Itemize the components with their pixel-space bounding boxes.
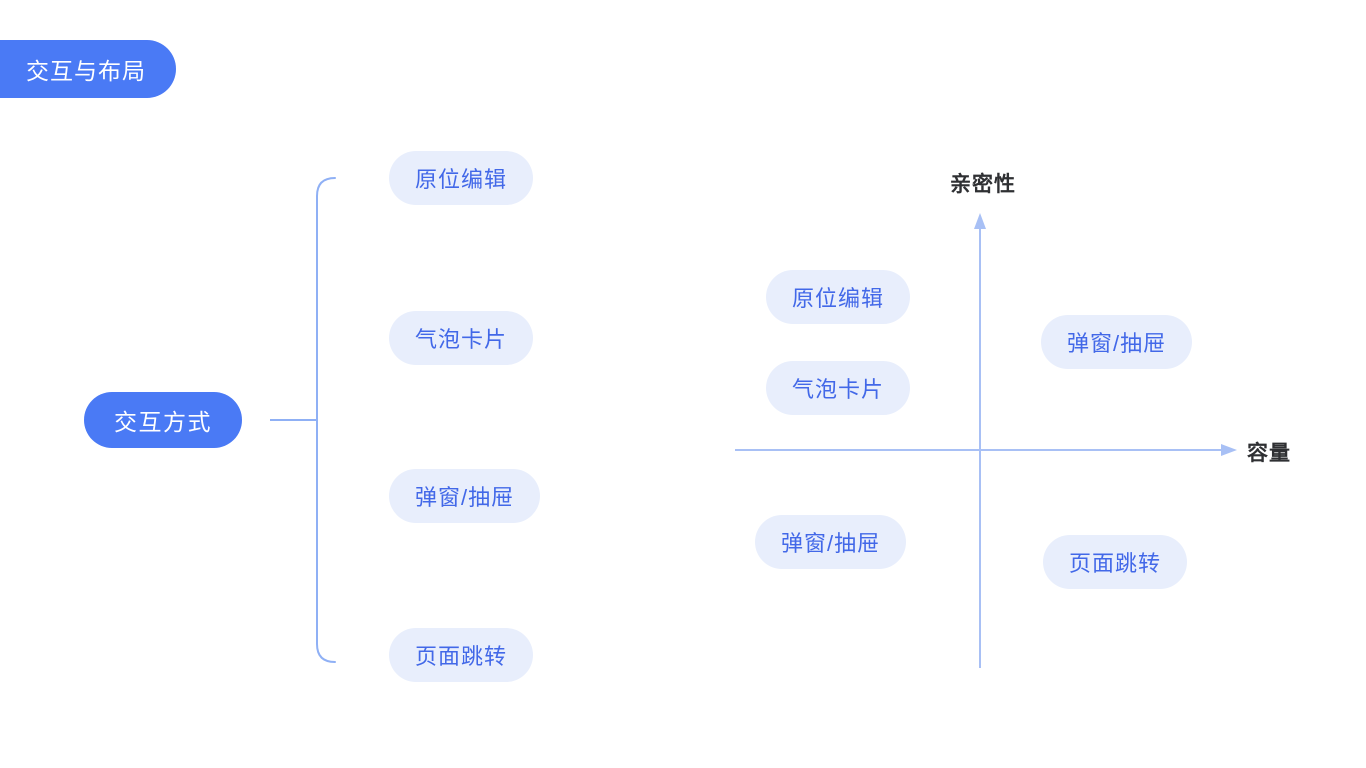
quadrant-item-lower-right-1[interactable]: 页面跳转 — [1043, 535, 1188, 589]
mindmap-branch-item-1[interactable]: 原位编辑 — [389, 151, 534, 205]
mindmap-branch-item-3[interactable]: 弹窗/抽屉 — [389, 469, 541, 523]
mindmap-root-node[interactable]: 交互方式 — [84, 392, 242, 448]
connector-bracket — [316, 177, 336, 663]
mindmap-branch-item-4[interactable]: 页面跳转 — [389, 628, 534, 682]
slide-title-badge: 交互与布局 — [0, 40, 176, 98]
mindmap-section: 交互方式 原位编辑 气泡卡片 弹窗/抽屉 页面跳转 — [0, 0, 640, 768]
quadrant-axes — [735, 213, 1237, 668]
quadrant-item-upper-right-1[interactable]: 弹窗/抽屉 — [1041, 315, 1193, 369]
y-axis-label: 亲密性 — [950, 173, 1016, 196]
quadrant-item-upper-left-2[interactable]: 气泡卡片 — [766, 361, 911, 415]
x-axis-label: 容量 — [1247, 442, 1291, 465]
quadrant-chart-section: 亲密性 容量 原位编辑 气泡卡片 弹窗/抽屉 弹窗/抽屉 页面跳转 — [700, 120, 1320, 720]
mindmap-bracket-connector — [270, 177, 336, 663]
mindmap-branch-item-2[interactable]: 气泡卡片 — [389, 311, 534, 365]
quadrant-item-lower-left-1[interactable]: 弹窗/抽屉 — [755, 515, 907, 569]
x-axis-arrow-icon — [1221, 444, 1237, 456]
quadrant-item-upper-left-1[interactable]: 原位编辑 — [766, 270, 911, 324]
y-axis-arrow-icon — [974, 213, 986, 229]
